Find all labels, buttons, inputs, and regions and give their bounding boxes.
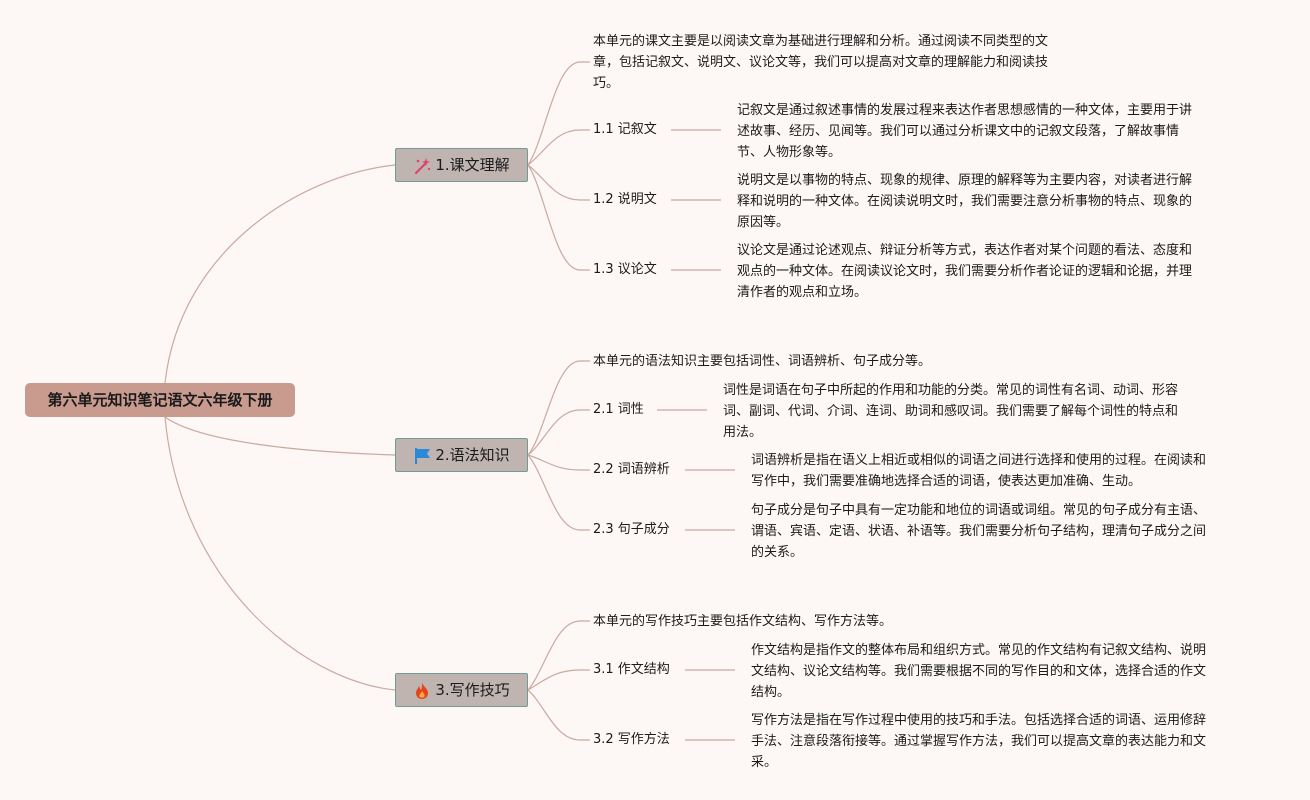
connector-b2-sub1 — [527, 409, 590, 456]
desc-line: 文结构、议论文结构等。我们需要根据不同的写作目的和文体，选择合适的作文 — [751, 664, 1207, 679]
flag-icon — [413, 447, 431, 465]
connector-b1-sub1 — [527, 129, 590, 166]
sub-desc-3-1: 作文结构是指作文的整体布局和组织方式。常见的作文结构有记叙文结构、说明 文结构、… — [751, 640, 1206, 703]
sub-desc-1-3: 议论文是通过论述观点、辩证分析等方式，表达作者对某个问题的看法、态度和 观点的一… — [737, 240, 1192, 303]
sub-node-2-2[interactable]: 2.2 词语辨析 — [593, 462, 670, 477]
desc-line: 词语辨析是指在语义上相近或相似的词语之间进行选择和使用的过程。在阅读和 — [751, 453, 1207, 468]
branch-intro-3: 本单元的写作技巧主要包括作文结构、写作方法等。 — [593, 611, 892, 632]
sub-desc-2-1: 词性是词语在句子中所起的作用和功能的分类。常见的词性有名词、动词、形容 词、副词… — [723, 380, 1178, 443]
connector-b2-sub3 — [527, 454, 590, 531]
connector-b3-sub2 — [527, 689, 590, 741]
intro-line: 巧。 — [593, 76, 620, 91]
desc-line: 词性是词语在句子中所起的作用和功能的分类。常见的词性有名词、动词、形容 — [723, 383, 1179, 398]
fire-icon — [413, 682, 431, 700]
connector-b1-sub2 — [527, 164, 590, 201]
desc-line: 句子成分是句子中具有一定功能和地位的词语或词组。常见的句子成分有主语、 — [751, 503, 1207, 518]
desc-line: 节、人物形象等。 — [737, 145, 842, 160]
sub-node-2-3[interactable]: 2.3 句子成分 — [593, 522, 670, 537]
branch-label-3: 3.写作技巧 — [435, 681, 510, 699]
sub-desc-1-2: 说明文是以事物的特点、现象的规律、原理的解释等为主要内容，对读者进行解 释和说明… — [737, 170, 1192, 233]
connector-b3-sub1 — [527, 669, 590, 691]
desc-line: 记叙文是通过叙述事情的发展过程来表达作者思想感情的一种文体，主要用于讲 — [737, 103, 1193, 118]
branch-intro-2: 本单元的语法知识主要包括词性、词语辨析、句子成分等。 — [593, 351, 931, 372]
connector-b1-intro — [527, 61, 590, 166]
desc-line: 结构。 — [751, 685, 791, 700]
intro-line: 章，包括记叙文、说明文、议论文等，我们可以提高对文章的理解能力和阅读技 — [593, 55, 1049, 70]
connector-b1-sub3 — [527, 164, 590, 271]
branch-label-2: 2.语法知识 — [435, 446, 510, 464]
desc-line: 写作中，我们需要准确地选择合适的词语，使表达更加准确、生动。 — [751, 474, 1142, 489]
branch-label-1: 1.课文理解 — [435, 156, 510, 174]
sub-desc-2-3: 句子成分是句子中具有一定功能和地位的词语或词组。常见的句子成分有主语、 谓语、宾… — [751, 500, 1206, 563]
connector-b3-intro — [527, 620, 590, 691]
connector-root-branch-2 — [164, 416, 396, 456]
branch-node-1[interactable]: 1.课文理解 — [395, 148, 528, 182]
intro-line: 本单元的写作技巧主要包括作文结构、写作方法等。 — [593, 614, 893, 629]
branch-intro-1: 本单元的课文主要是以阅读文章为基础进行理解和分析。通过阅读不同类型的文 章，包括… — [593, 31, 1048, 94]
desc-line: 观点的一种文体。在阅读议论文时，我们需要分析作者论证的逻辑和论据，并理 — [737, 264, 1193, 279]
connector-root-branch-1 — [164, 164, 396, 384]
desc-line: 原因等。 — [737, 215, 790, 230]
desc-line: 释和说明的一种文体。在阅读说明文时，我们需要注意分析事物的特点、现象的 — [737, 194, 1193, 209]
sub-node-1-1[interactable]: 1.1 记叙文 — [593, 122, 657, 137]
sub-node-3-2[interactable]: 3.2 写作方法 — [593, 732, 670, 747]
desc-line: 清作者的观点和立场。 — [737, 285, 868, 300]
desc-line: 词、副词、代词、介词、连词、助词和感叹词。我们需要了解每个词性的特点和 — [723, 404, 1179, 419]
desc-line: 说明文是以事物的特点、现象的规律、原理的解释等为主要内容，对读者进行解 — [737, 173, 1193, 188]
sub-desc-1-1: 记叙文是通过叙述事情的发展过程来表达作者思想感情的一种文体，主要用于讲 述故事、… — [737, 100, 1192, 163]
desc-line: 谓语、宾语、定语、状语、补语等。我们需要分析句子结构，理清句子成分之间 — [751, 524, 1207, 539]
desc-line: 议论文是通过论述观点、辩证分析等方式，表达作者对某个问题的看法、态度和 — [737, 243, 1193, 258]
connector-root-branch-3 — [164, 416, 396, 691]
desc-line: 的关系。 — [751, 545, 804, 560]
desc-line: 采。 — [751, 755, 778, 770]
root-node[interactable]: 第六单元知识笔记语文六年级下册 — [25, 383, 295, 417]
branch-node-2[interactable]: 2.语法知识 — [395, 438, 528, 472]
desc-line: 述故事、经历、见闻等。我们可以通过分析课文中的记叙文段落，了解故事情 — [737, 124, 1180, 139]
desc-line: 作文结构是指作文的整体布局和组织方式。常见的作文结构有记叙文结构、说明 — [751, 643, 1207, 658]
desc-line: 写作方法是指在写作过程中使用的技巧和手法。包括选择合适的词语、运用修辞 — [751, 713, 1207, 728]
connector-b2-intro — [527, 360, 590, 456]
intro-line: 本单元的课文主要是以阅读文章为基础进行理解和分析。通过阅读不同类型的文 — [593, 34, 1049, 49]
sub-node-1-3[interactable]: 1.3 议论文 — [593, 262, 657, 277]
sub-desc-3-2: 写作方法是指在写作过程中使用的技巧和手法。包括选择合适的词语、运用修辞 手法、注… — [751, 710, 1206, 773]
connector-b2-sub2 — [527, 454, 590, 471]
branch-node-3[interactable]: 3.写作技巧 — [395, 673, 528, 707]
desc-line: 用法。 — [723, 425, 763, 440]
sub-node-1-2[interactable]: 1.2 说明文 — [593, 192, 657, 207]
sparkle-icon — [413, 157, 431, 175]
intro-line: 本单元的语法知识主要包括词性、词语辨析、句子成分等。 — [593, 354, 932, 369]
sub-desc-2-2: 词语辨析是指在语义上相近或相似的词语之间进行选择和使用的过程。在阅读和 写作中，… — [751, 450, 1206, 492]
sub-node-3-1[interactable]: 3.1 作文结构 — [593, 662, 670, 677]
desc-line: 手法、注意段落衔接等。通过掌握写作方法，我们可以提高文章的表达能力和文 — [751, 734, 1207, 749]
sub-node-2-1[interactable]: 2.1 词性 — [593, 402, 644, 417]
